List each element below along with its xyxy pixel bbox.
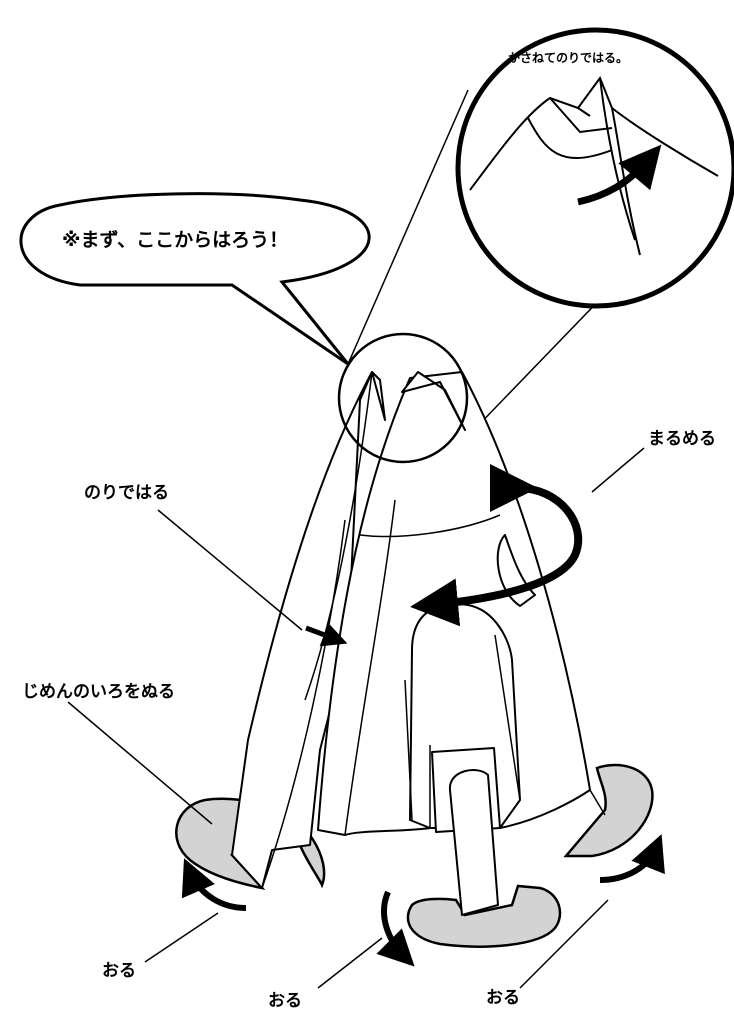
nose-magnifier-ring [337, 332, 469, 464]
strut [448, 769, 499, 916]
roll-indicator: まるめる [410, 429, 716, 627]
fold-arrow-left-icon [181, 858, 247, 911]
left-nose-flap [371, 371, 386, 421]
label-jimen: じめんのいろをぬる [22, 682, 175, 702]
fold-arrow-center-icon [376, 890, 415, 967]
ground-color-indicator: じめんのいろをぬる [22, 682, 213, 825]
label-noriwahari: のりではる [84, 483, 169, 503]
ground-center [406, 884, 562, 948]
label-oru-left: おる [102, 961, 136, 981]
fold-arrow-right-icon [599, 834, 665, 883]
zoom-detail: かさねてのりではる。 [455, 27, 734, 309]
fold-indicator-center: おる [268, 890, 415, 1011]
fold-indicator-left: おる [102, 858, 247, 981]
nose-fold [401, 371, 466, 431]
label-oru-center: おる [268, 991, 302, 1011]
roll-arrow-icon [410, 463, 583, 627]
glue-indicator: のりではる [84, 483, 348, 647]
callout-text: ※まず、ここからはろう！ [62, 229, 288, 251]
ground-right [563, 763, 654, 858]
callout-bubble: ※まず、ここからはろう！ [19, 192, 371, 366]
label-oru-right: おる [486, 988, 520, 1008]
rocket-body [231, 371, 591, 916]
zoom-label: かさねてのりではる。 [508, 51, 628, 65]
zoom-arrow-icon [577, 144, 662, 206]
label-marumeru: まるめる [648, 429, 716, 449]
fold-indicator-right: おる [486, 834, 665, 1008]
glue-arrow-icon [305, 623, 348, 647]
zoom-circle [455, 27, 734, 309]
